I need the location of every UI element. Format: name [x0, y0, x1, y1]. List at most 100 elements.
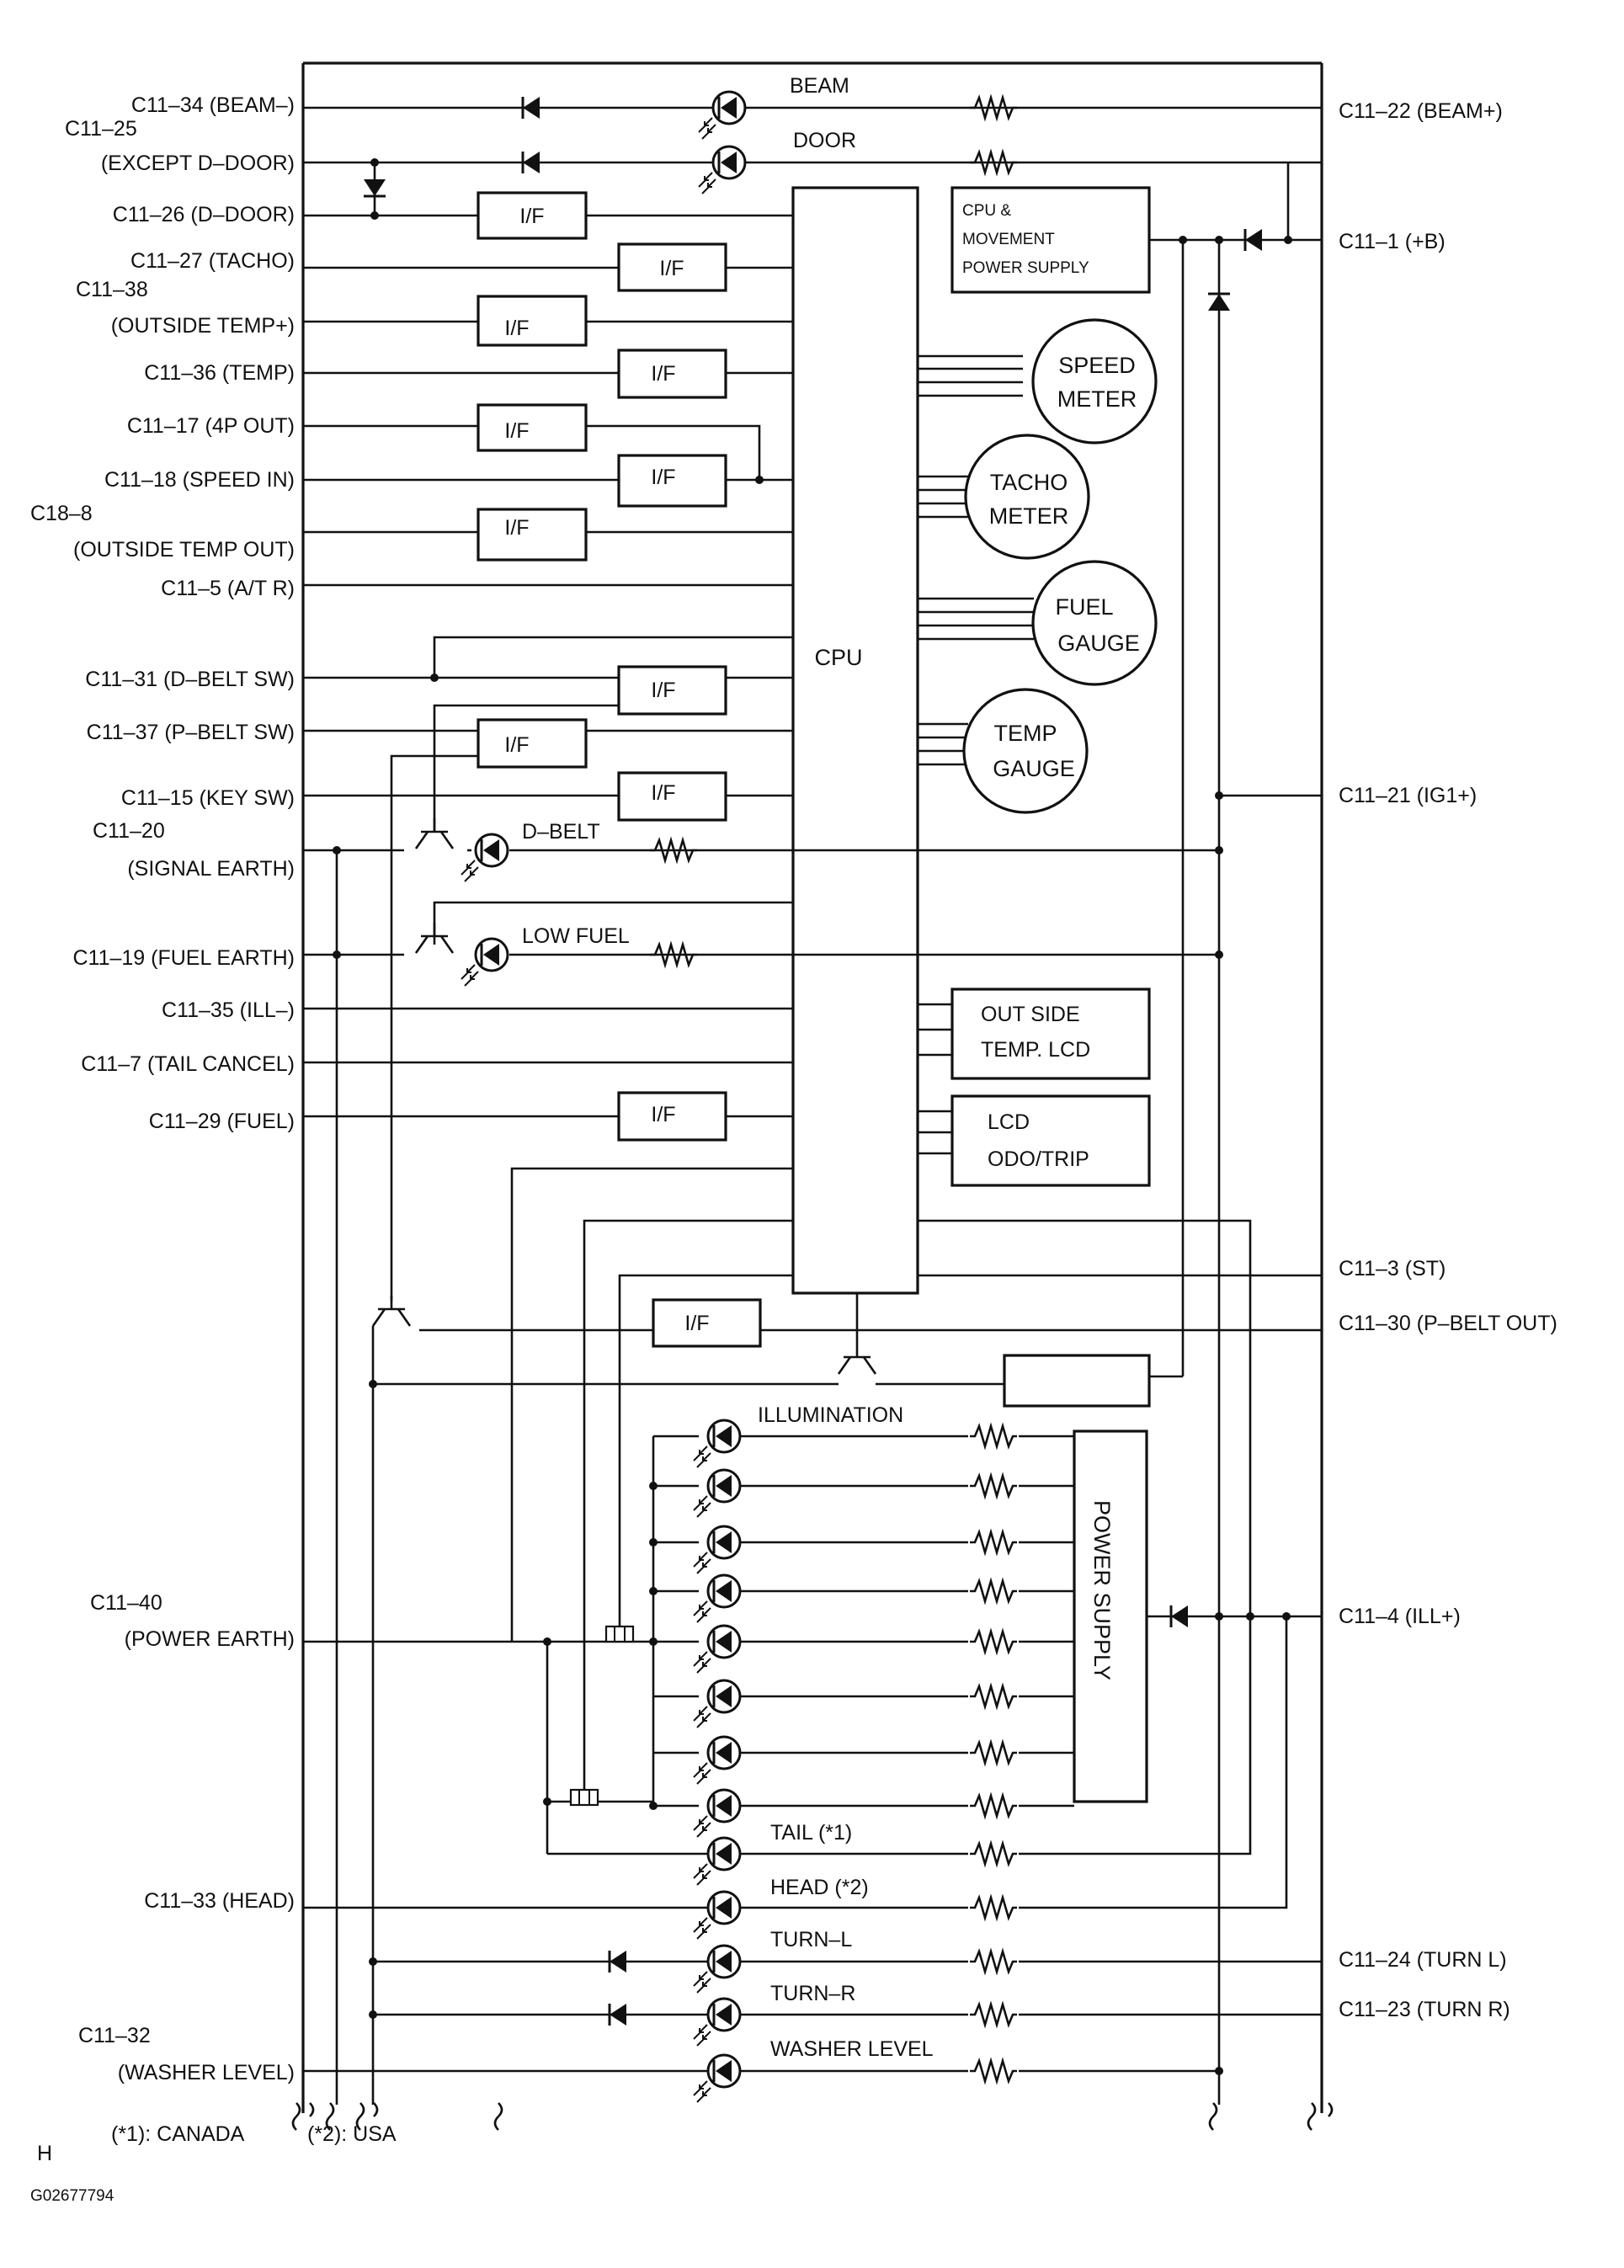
pin-c11-37: C11–37 (P–BELT SW)	[87, 721, 295, 744]
pin-c11-27: C11–27 (TACHO)	[130, 249, 295, 273]
footnotes: (*1): CANADA (*2): USA H G02677794	[30, 2122, 397, 2205]
beam-door-indicators: BEAM DOOR	[521, 74, 1019, 195]
illumination-lamp	[692, 1468, 742, 1519]
svg-text:TEMP: TEMP	[993, 721, 1057, 746]
svg-text:I/F: I/F	[504, 516, 529, 540]
pin-c11-24: C11–24 (TURN L)	[1339, 1948, 1507, 1972]
note-usa: (*2): USA	[307, 2122, 397, 2146]
illumination-lamp	[692, 1525, 742, 1575]
pin-c11-3: C11–3 (ST)	[1339, 1257, 1446, 1280]
pin-c11-38: C11–38	[76, 278, 148, 301]
door-label: DOOR	[793, 129, 856, 152]
illumination-resistor	[968, 1579, 1019, 1603]
right-pin-labels: C11–22 (BEAM+) C11–1 (+B) C11–21 (IG1+) …	[1339, 99, 1557, 2021]
supply-wiring	[362, 158, 1322, 2105]
svg-text:I/F: I/F	[519, 205, 544, 228]
pin-c11-1: C11–1 (+B)	[1339, 230, 1446, 253]
pin-c11-32: C11–32	[78, 2024, 151, 2047]
svg-text:I/F: I/F	[504, 419, 529, 443]
illumination-lamp	[692, 1624, 742, 1674]
pin-c11-36: C11–36 (TEMP)	[144, 361, 295, 385]
pin-c11-5: C11–5 (A/T R)	[161, 577, 295, 600]
pin-c11-32-desc: (WASHER LEVEL)	[118, 2061, 295, 2084]
pin-c11-34: C11–34 (BEAM–)	[131, 93, 295, 117]
washer-label: WASHER LEVEL	[770, 2037, 934, 2061]
interface-blocks: I/F I/F I/F I/F I/F I/F I/F I/F I/F I/F …	[477, 191, 762, 1348]
turnr-diode	[608, 2002, 628, 2027]
pin-c11-15: C11–15 (KEY SW)	[121, 786, 295, 810]
svg-text:SPEED: SPEED	[1058, 353, 1136, 378]
pin-c11-20-desc: (SIGNAL EARTH)	[127, 857, 295, 881]
belt-fuel-indicators: D–BELT LOW FUEL	[303, 817, 1223, 2105]
lower-transistor	[837, 1342, 877, 1376]
door-lamp	[697, 145, 747, 195]
dbelt-transistor	[414, 817, 455, 850]
illumination-resistor	[968, 1794, 1019, 1818]
svg-text:LCD: LCD	[988, 1110, 1030, 1134]
dbelt-lamp	[460, 833, 509, 883]
power-supply-label: POWER SUPPLY	[1089, 1500, 1115, 1680]
pin-c11-29: C11–29 (FUEL)	[149, 1110, 295, 1133]
pin-c11-40: C11–40	[90, 1591, 162, 1615]
pin-c11-31: C11–31 (D–BELT SW)	[85, 668, 295, 691]
illumination-lamp	[692, 1735, 742, 1786]
head-resistor	[968, 1896, 1019, 1919]
svg-text:METER: METER	[1057, 386, 1137, 412]
figure-id: G02677794	[30, 2187, 114, 2205]
svg-text:TACHO: TACHO	[990, 470, 1068, 495]
turnl-label: TURN–L	[770, 1928, 852, 1951]
pin-c11-35: C11–35 (ILL–)	[162, 998, 295, 1022]
turnr-lamp	[692, 1997, 742, 2047]
door-diode	[521, 150, 541, 175]
pin-c11-4: C11–4 (ILL+)	[1339, 1605, 1461, 1628]
svg-text:I/F: I/F	[504, 733, 529, 757]
pin-c11-33: C11–33 (HEAD)	[144, 1889, 295, 1913]
pin-c11-25: C11–25	[65, 117, 137, 141]
left-pin-labels: C11–34 (BEAM–) C11–25 (EXCEPT D–DOOR) C1…	[30, 93, 295, 2084]
ill-diode	[1169, 1604, 1190, 1629]
pin-c18-8: C18–8	[30, 502, 93, 525]
lowfuel-lamp	[460, 937, 509, 988]
washer-lamp	[692, 2053, 742, 2104]
diode-door	[362, 178, 387, 198]
head-label: HEAD (*2)	[770, 1876, 869, 1899]
pin-c11-22: C11–22 (BEAM+)	[1339, 99, 1503, 123]
svg-text:MOVEMENT: MOVEMENT	[962, 231, 1055, 248]
svg-text:GAUGE: GAUGE	[993, 756, 1075, 781]
illumination-label: ILLUMINATION	[758, 1403, 903, 1427]
tail-lamp	[692, 1836, 742, 1887]
note-code: H	[37, 2142, 52, 2165]
illumination-lamp	[692, 1573, 742, 1624]
svg-text:I/F: I/F	[504, 317, 529, 340]
turnl-resistor	[968, 1950, 1019, 1973]
illumination-lamp	[692, 1679, 742, 1729]
pin-c11-38-desc: (OUTSIDE TEMP+)	[111, 314, 295, 338]
pin-c11-7: C11–7 (TAIL CANCEL)	[81, 1052, 295, 1076]
washer-resistor	[968, 2059, 1019, 2083]
pin-c11-21: C11–21 (IG1+)	[1339, 784, 1477, 807]
svg-text:ODO/TRIP: ODO/TRIP	[988, 1147, 1089, 1171]
svg-text:POWER SUPPLY: POWER SUPPLY	[962, 259, 1089, 277]
svg-text:FUEL: FUEL	[1055, 594, 1113, 620]
illumination-resistor	[968, 1474, 1019, 1498]
cpu-label: CPU	[814, 645, 862, 670]
mid-left-wires	[303, 1007, 1322, 2105]
pin-c11-25-desc: (EXCEPT D–DOOR)	[101, 152, 295, 175]
illumination-resistor	[968, 1685, 1019, 1708]
svg-text:GAUGE: GAUGE	[1057, 631, 1140, 656]
pin-c11-26: C11–26 (D–DOOR)	[113, 203, 295, 226]
tail-label: TAIL (*1)	[770, 1821, 852, 1845]
diode-ig1	[1206, 292, 1232, 312]
pin-c18-8-desc: (OUTSIDE TEMP OUT)	[73, 538, 295, 562]
pin-c11-23: C11–23 (TURN R)	[1339, 1998, 1510, 2021]
pin-c11-20: C11–20	[93, 819, 165, 843]
svg-text:TEMP. LCD: TEMP. LCD	[981, 1038, 1090, 1062]
earth-fuse	[604, 1625, 635, 1643]
illumination-resistor	[968, 1630, 1019, 1653]
illumination-bank: ILLUMINATION POWER SUPPLY	[649, 1403, 1322, 1839]
pin-c11-30: C11–30 (P–BELT OUT)	[1339, 1312, 1557, 1335]
note-canada: (*1): CANADA	[111, 2122, 245, 2146]
tail-resistor	[968, 1842, 1019, 1866]
illumination-lamp	[692, 1419, 742, 1469]
svg-text:I/F: I/F	[659, 257, 684, 280]
